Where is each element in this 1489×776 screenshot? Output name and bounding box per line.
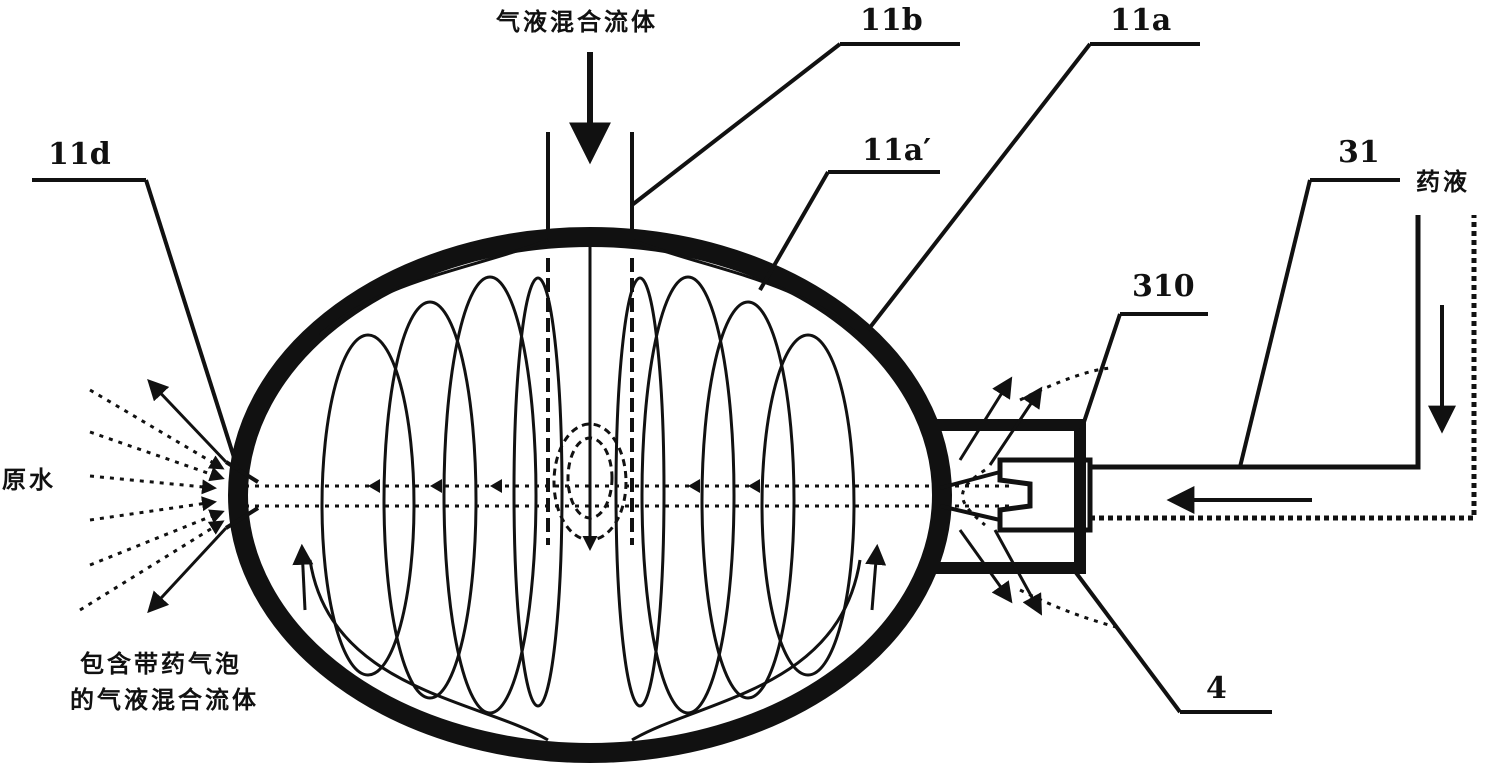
left-nozzle bbox=[224, 460, 260, 530]
right-housing bbox=[930, 419, 1086, 574]
label-top-fluid: 气液混合流体 bbox=[496, 8, 658, 36]
label-raw-water: 原水 bbox=[2, 466, 56, 494]
label-output-line1: 包含带药气泡 bbox=[80, 650, 242, 678]
output-mixture-arrows bbox=[147, 378, 228, 614]
axis-arrowheads bbox=[368, 479, 760, 493]
axis-dotted-lines bbox=[245, 484, 1010, 508]
label-11a: 11a bbox=[1110, 3, 1172, 38]
leader-lines bbox=[32, 42, 1400, 714]
right-spray-arrows bbox=[958, 376, 1043, 616]
right-return-arrow bbox=[865, 543, 887, 611]
label-drug-liquid: 药液 bbox=[1416, 168, 1470, 196]
label-11a-prime: 11a′ bbox=[862, 133, 932, 168]
label-11d: 11d bbox=[48, 137, 111, 172]
center-swirl bbox=[552, 422, 628, 542]
label-310: 310 bbox=[1132, 269, 1195, 304]
spiral-loops bbox=[308, 238, 862, 742]
label-output-line2: 的气液混合流体 bbox=[70, 686, 259, 714]
label-31: 31 bbox=[1338, 135, 1380, 170]
right-inner-nozzle bbox=[997, 457, 1093, 533]
right-outlet-cone bbox=[939, 470, 1001, 522]
drug-pipe bbox=[1090, 215, 1477, 521]
label-4: 4 bbox=[1206, 671, 1227, 706]
label-11b: 11b bbox=[860, 3, 923, 38]
raw-water-inflow bbox=[79, 388, 225, 612]
left-return-arrow bbox=[292, 543, 314, 611]
right-spray-dotted bbox=[961, 366, 1121, 630]
